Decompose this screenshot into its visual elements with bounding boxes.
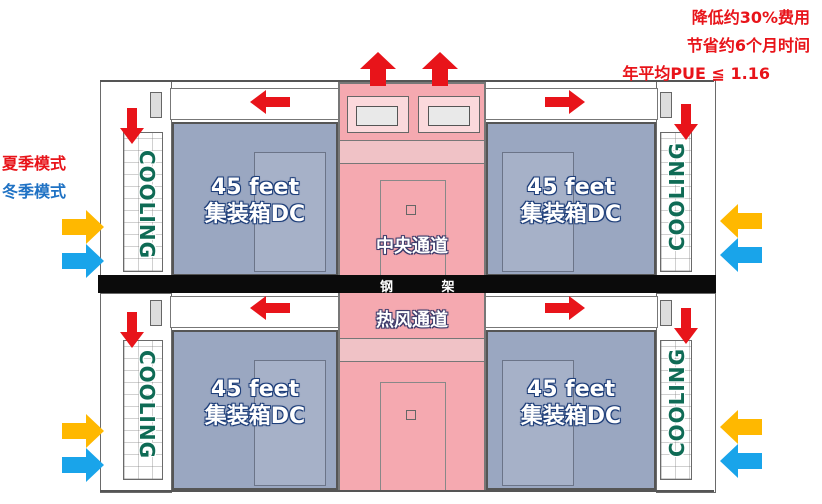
cooling-label-left-bottom: COOLING [135, 350, 159, 460]
container-top-left: 45 feet 集装箱DC [172, 122, 338, 276]
rooftop-fan-detail-left [356, 106, 398, 126]
hot-air-aisle-label: 热风通道 [376, 310, 448, 331]
cooling-label-right-top: COOLING [665, 142, 689, 252]
downdraft-arrow-icon [120, 108, 144, 144]
steel-frame-label: 钢 架 [380, 280, 477, 295]
right-vent-bottom [660, 340, 692, 480]
container-label: 45 feet 集装箱DC [204, 175, 306, 227]
door-handle-top [406, 205, 416, 215]
summer-intake-arrow-icon [720, 204, 762, 238]
summer-intake-arrow-icon [720, 410, 762, 444]
container-label: 45 feet 集装箱DC [520, 377, 622, 429]
container-label: 45 feet 集装箱DC [520, 175, 622, 227]
container-door [502, 360, 574, 486]
hot-air-left-arrow-icon [250, 90, 290, 114]
hot-air-right-arrow-icon [545, 296, 585, 320]
central-door-bottom [380, 382, 446, 492]
rooftop-fan-detail-right [428, 106, 470, 126]
summer-intake-arrow-icon [62, 414, 104, 448]
downdraft-arrow-icon [674, 308, 698, 344]
winter-intake-arrow-icon [720, 444, 762, 478]
exhaust-up-arrow-icon [360, 52, 396, 86]
container-bottom-left: 45 feet 集装箱DC [172, 330, 338, 490]
wall-fixture [150, 300, 162, 326]
container-top-right: 45 feet 集装箱DC [486, 122, 656, 276]
damper-row-bottom [340, 338, 484, 362]
left-vent-bottom [123, 340, 163, 480]
exhaust-up-arrow-icon [422, 52, 458, 86]
cooling-label-right-bottom: COOLING [665, 348, 689, 458]
container-door [502, 152, 574, 272]
note-pue: 年平均PUE ≦ 1.16 [622, 64, 770, 83]
central-aisle-label: 中央通道 [376, 236, 448, 257]
wall-fixture [660, 92, 672, 118]
steel-frame-beam [98, 275, 716, 293]
container-label: 45 feet 集装箱DC [204, 377, 306, 429]
winter-intake-arrow-icon [720, 238, 762, 272]
right-vent-top [660, 132, 692, 272]
hot-air-left-arrow-icon [250, 296, 290, 320]
winter-intake-arrow-icon [62, 244, 104, 278]
legend-winter-mode: 冬季模式 [2, 182, 67, 201]
note-time-saving: 节省约6个月时间 [686, 36, 810, 55]
damper-row-top [340, 140, 484, 164]
summer-intake-arrow-icon [62, 210, 104, 244]
hot-air-right-arrow-icon [545, 90, 585, 114]
left-vent-top [123, 132, 163, 272]
winter-intake-arrow-icon [62, 448, 104, 482]
downdraft-arrow-icon [674, 104, 698, 140]
wall-fixture [150, 92, 162, 118]
cooling-label-left-top: COOLING [135, 150, 159, 260]
container-bottom-right: 45 feet 集装箱DC [486, 330, 656, 490]
wall-fixture [660, 300, 672, 326]
central-door-top [380, 180, 446, 278]
door-handle-bottom [406, 410, 416, 420]
container-door [254, 360, 326, 486]
legend-summer-mode: 夏季模式 [2, 154, 67, 173]
downdraft-arrow-icon [120, 312, 144, 348]
container-door [254, 152, 326, 272]
floor-line [100, 490, 714, 492]
roof-line [100, 80, 714, 82]
note-cost-reduction: 降低约30%费用 [691, 8, 810, 27]
